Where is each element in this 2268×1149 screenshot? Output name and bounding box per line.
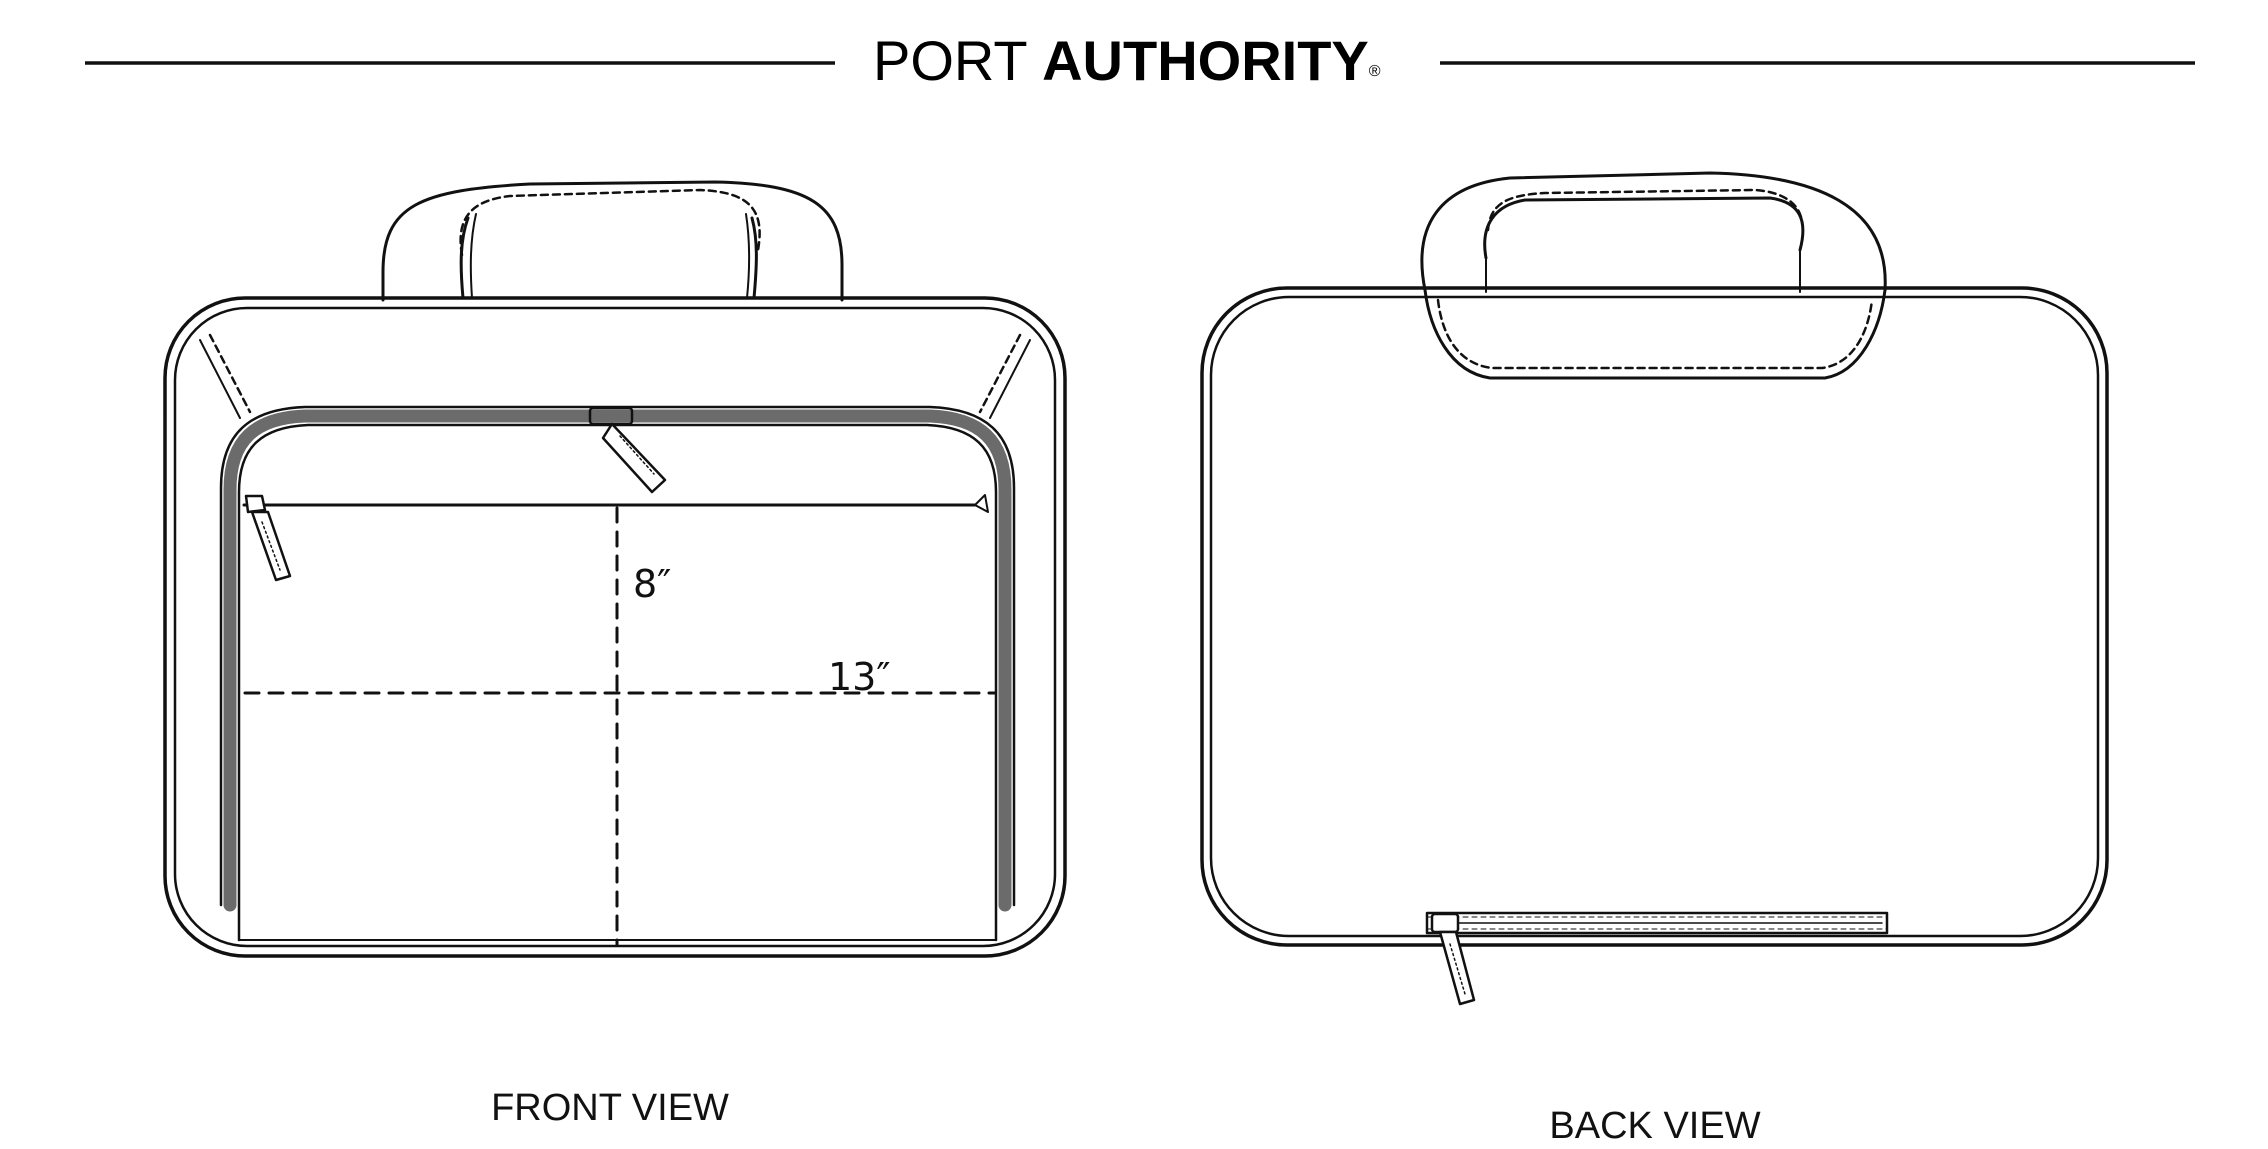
front-zipper-band (223, 409, 1012, 912)
back-view-label: BACK VIEW (1549, 1105, 1760, 1147)
front-side-zipper-pull (244, 494, 292, 582)
header: PORT AUTHORITY® (85, 29, 2195, 92)
back-zipper-pull (1430, 912, 1476, 1006)
height-dimension-label: 8″ (633, 562, 671, 606)
registered-mark: ® (1369, 63, 1381, 80)
back-view-bag (1200, 171, 2109, 1006)
front-outer-shell-inner (173, 306, 1057, 948)
brand-word-authority: AUTHORITY (1042, 29, 1369, 92)
front-outer-shell (163, 296, 1067, 958)
back-handle (1420, 171, 1887, 380)
brand-word-port: PORT (873, 29, 1027, 92)
front-corner-stitch-right-solid (989, 339, 1031, 419)
front-corner-stitch-left-solid (199, 339, 241, 419)
back-outer-shell-inner (1209, 295, 2100, 938)
front-handle (381, 180, 844, 302)
width-dimension-label: 13″ (828, 655, 891, 699)
front-view-label: FRONT VIEW (491, 1087, 729, 1129)
front-corner-stitch-left (208, 333, 252, 414)
front-corner-stitch-right (978, 333, 1022, 414)
brand-logo: PORT AUTHORITY® (873, 29, 1381, 92)
front-top-zipper-pull (588, 406, 667, 494)
back-outer-shell (1200, 286, 2109, 947)
front-view-bag (163, 180, 1067, 958)
back-bottom-zipper (1425, 911, 1889, 935)
